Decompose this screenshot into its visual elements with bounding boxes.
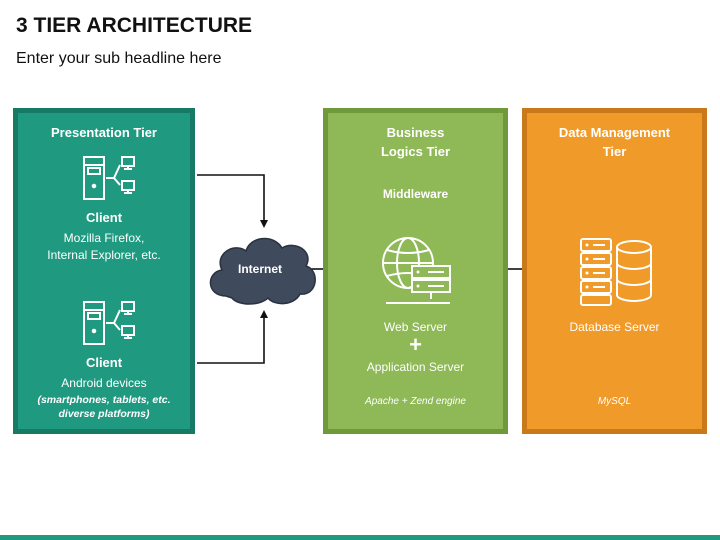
business-tier-panel: Business Logics Tier Middleware Web Serv… [323,108,508,434]
cloud-icon [209,237,316,305]
client1-line1: Mozilla Firefox, [63,231,145,245]
database-label: MySQL [597,396,632,407]
page-title: 3 TIER ARCHITECTURE [16,14,253,37]
connector-client2-internet [197,310,268,364]
data-tier-title-line1: Data Management [558,125,671,140]
page-subtitle: Enter your sub headline here [16,50,222,67]
business-tier-title-line2: Logics Tier [380,144,451,159]
client-computer-icon [83,156,135,200]
internet-label: Internet [237,262,282,276]
client1-line2: Internal Explorer, etc. [47,248,161,262]
client2-note1: (smartphones, tablets, etc. [37,394,171,406]
data-tier-title-line2: Tier [602,144,627,159]
connector-client1-internet [197,174,268,228]
application-server-label: Application Server [366,360,465,374]
plus-sign: + [409,332,422,357]
middleware-label: Middleware [382,187,449,201]
database-server-icon [580,238,652,306]
client-computer-icon [83,301,135,345]
footer-bar [0,535,720,540]
data-tier-panel: Data Management Tier Database Server MyS… [522,108,707,434]
business-tier-title-line1: Business [386,125,445,140]
client2-line1: Android devices [61,376,147,390]
web-server-globe-icon [382,237,451,304]
client2-note2: diverse platforms) [58,408,150,420]
client2-label: Client [85,355,123,370]
engine-label: Apache + Zend engine [365,396,466,407]
client1-label: Client [85,210,123,225]
presentation-tier-panel: Presentation Tier Client Mozilla Firefox… [13,108,195,434]
web-server-label: Web Server [383,320,448,334]
database-server-label: Database Server [569,320,660,334]
presentation-tier-title: Presentation Tier [51,125,157,140]
